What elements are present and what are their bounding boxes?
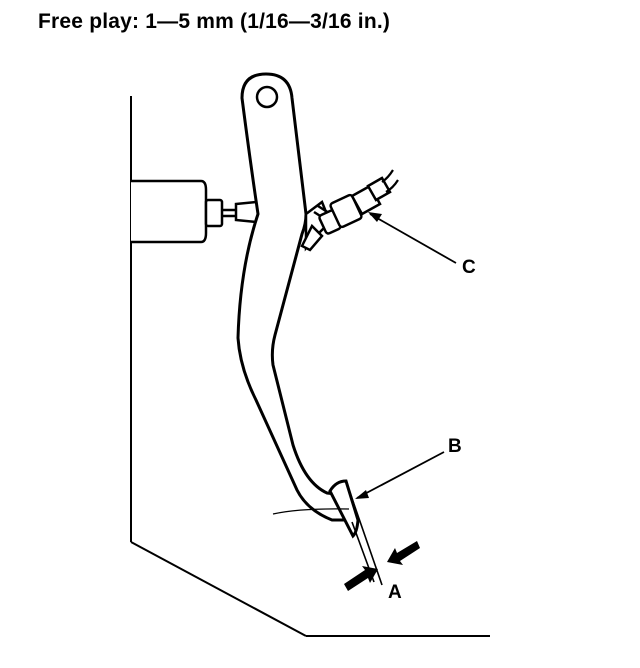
brake-pedal-arm [236,72,350,522]
free-play-arrows [344,541,420,591]
brake-booster [131,179,224,244]
arrow-right-icon [344,566,378,591]
reference-line [272,508,350,515]
free-play-specification: Free play: 1—5 mm (1/16—3/16 in.) [38,10,391,33]
label-a: A [388,582,402,603]
firewall [130,96,490,637]
arrow-left-icon [387,541,420,565]
pivot-hole [255,85,279,109]
callout-c: C [368,212,476,278]
label-b: B [448,436,462,457]
brake-pedal-position-switch [318,176,392,235]
callout-b: B [355,436,462,499]
label-c: C [462,257,476,278]
wire-harness [381,169,399,193]
